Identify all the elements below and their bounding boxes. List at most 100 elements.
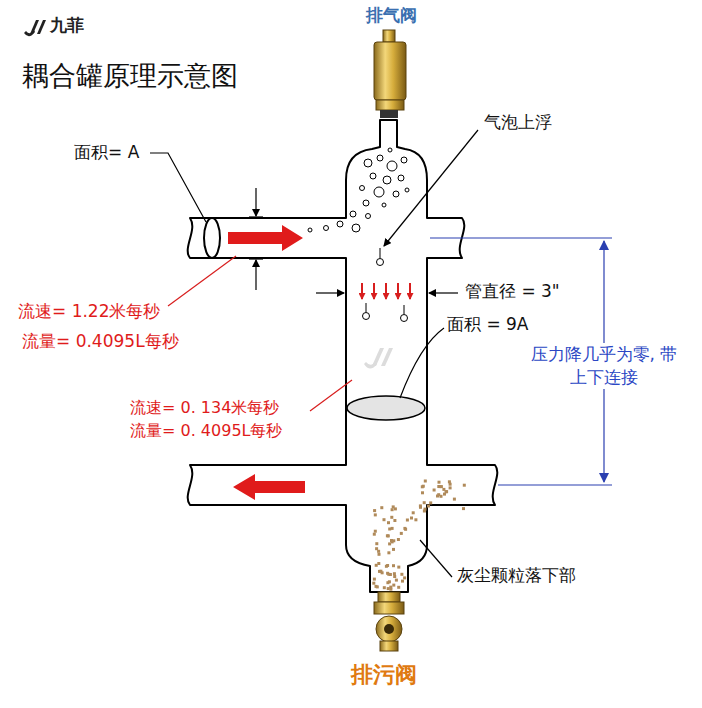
red-leader-lines [168,256,352,411]
bubble-label: 气泡上浮 [484,112,552,132]
dust-particle [387,587,390,590]
dust-particle [391,540,394,543]
dust-particle [403,576,406,579]
dust-particle [397,586,400,589]
dust-particle [421,485,424,488]
diameter-label: 管直径 = 3" [465,281,560,301]
exhaust-valve [374,30,406,118]
dust-particle [387,534,390,537]
down-flow-arrows [362,283,410,299]
pressure-note: 压力降几乎为零, 带上下连接 [524,343,684,389]
watermark-mark [364,348,393,369]
dust-particle [436,495,439,498]
pipe-height-dimension [249,188,263,290]
dust-particle [421,491,424,494]
logo-mark [24,20,46,36]
dust-particle [438,481,441,484]
dust-particle [392,505,395,508]
valve-label: 排气阀 [366,5,417,25]
dust-particle [388,580,391,583]
dust-particle [387,551,390,554]
dust-particle [376,585,379,588]
dust-particle [429,501,432,504]
dust-particles [372,480,466,591]
dust-particle [378,553,381,556]
drain-valve [374,592,404,651]
tank-diameter-dimension [316,292,458,293]
dust-particle [386,564,389,567]
dust-particle [424,480,427,483]
dust-particle [392,548,395,551]
dust-particle [410,517,413,520]
rising-bubbles [363,248,408,322]
dust-particle [449,483,452,486]
dust-particle [395,579,398,582]
dust-particle [412,511,415,514]
area-label: 面积 = 9A [447,314,529,334]
flow-label: 流量= 0.4095L每秒 [22,331,179,351]
dust-particle [401,580,404,583]
dust-particle [422,485,425,488]
tank-section-area [347,396,425,420]
velocity-label: 流速= 0. 134米每秒 [130,398,279,417]
leader-lines [150,130,478,577]
dust-particle [392,584,395,587]
dust-particle [397,566,400,569]
dust-particle [391,508,394,511]
brand-name: 九菲 [50,15,84,35]
dust-particle [387,521,390,524]
dust-particle [400,573,403,576]
dust-particle [375,542,378,545]
dust-particle [419,506,422,509]
dust-particle [393,575,396,578]
diagram-title: 耦合罐原理示意图 [22,60,238,92]
dust-particle [380,506,383,509]
dust-particle [445,490,448,493]
dust-particle [389,588,392,591]
valve-label: 排污阀 [351,662,417,688]
dust-particle [375,547,378,550]
dust-particle [449,486,452,489]
bubbles [308,148,409,232]
flow-label: 流量= 0. 4095L每秒 [130,421,282,440]
dust-particle [381,571,384,574]
dust-particle [375,564,378,567]
dust-particle [374,530,377,533]
dust-particle [374,513,377,516]
dust-particle [373,578,376,581]
dust-particle [378,570,381,573]
dust-particle [373,509,376,512]
dust-particle [414,518,417,521]
dust-particle [397,538,400,541]
dust-particle [400,532,403,535]
dust-particle [433,489,436,492]
dust-particle [403,527,406,530]
dust-particle [373,533,376,536]
dust-particle [423,501,426,504]
dust-particle [393,572,396,575]
dust-particle [386,572,389,575]
flow-arrow-out [233,474,305,500]
dust-particle [439,485,442,488]
dust-particle [377,562,380,565]
dust-particle [427,505,430,508]
area-label: 面积= A [74,142,139,162]
dust-particle [423,510,426,513]
dust-particle [383,518,386,521]
flow-arrow-in [228,225,303,251]
dust-particle [453,498,456,501]
pipe-section-area [204,218,220,258]
dust-particle [393,519,396,522]
dust-particle [406,519,409,522]
dust-particle [462,507,465,510]
dust-particle [386,534,389,537]
dust-particle [392,564,395,567]
dust-particle [388,528,391,531]
dust-particle [372,582,375,585]
dust-particle [442,488,445,491]
dust-particle [389,573,392,576]
tank-body [188,120,498,592]
dust-particle [377,550,380,553]
dust-particle [463,484,466,487]
dust-label: 灰尘颗粒落下部 [457,565,576,585]
